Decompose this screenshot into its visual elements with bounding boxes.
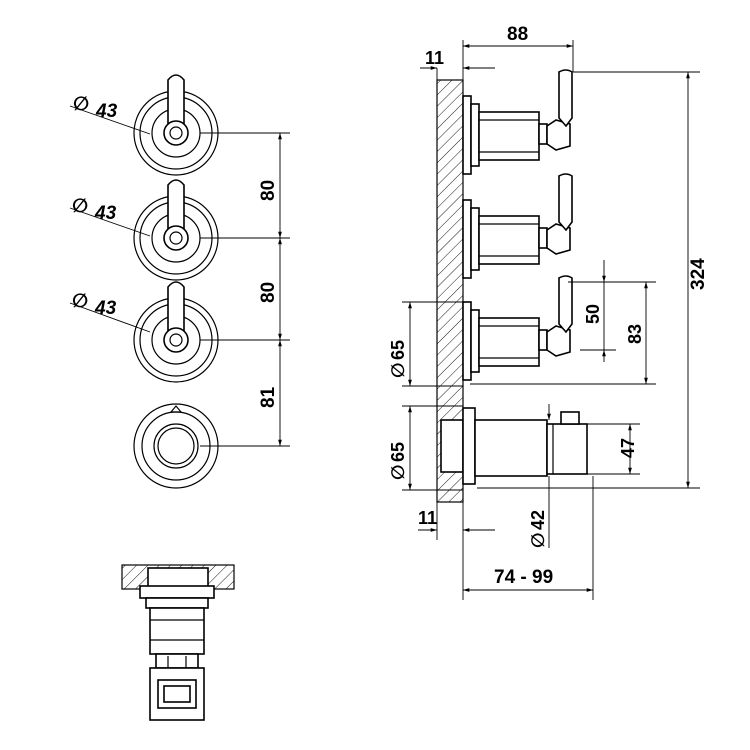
front-valve-3 bbox=[133, 281, 219, 383]
dim-bottom-11: 11 bbox=[418, 508, 437, 528]
dim-42: ∅ 42 bbox=[528, 510, 548, 548]
side-valve-1 bbox=[462, 69, 573, 175]
svg-text:∅: ∅ bbox=[528, 533, 548, 548]
svg-text:65: 65 bbox=[388, 442, 408, 462]
svg-text:43: 43 bbox=[94, 298, 117, 319]
front-view: ∅ 43 ∅ 43 ∅ 43 80 80 81 bbox=[69, 74, 290, 489]
dia-label-1: ∅ 43 bbox=[73, 94, 118, 122]
side-view: 11 88 324 50 83 47 ∅ 65 ∅ bbox=[388, 24, 709, 600]
svg-text:65: 65 bbox=[388, 340, 408, 360]
svg-text:43: 43 bbox=[95, 101, 118, 122]
dim-50: 50 bbox=[583, 304, 603, 324]
spacing-label-1: 80 bbox=[258, 180, 279, 201]
dim-324: 324 bbox=[688, 258, 709, 290]
dia-label-3: ∅ 43 bbox=[72, 291, 117, 319]
svg-text:∅: ∅ bbox=[72, 291, 88, 312]
front-valve-2 bbox=[133, 179, 219, 281]
dim-top-88: 88 bbox=[507, 24, 528, 45]
front-valve-1 bbox=[133, 74, 219, 176]
dim-65-lower: ∅ 65 bbox=[388, 442, 408, 480]
svg-text:∅: ∅ bbox=[388, 363, 408, 378]
dim-47: 47 bbox=[618, 438, 638, 458]
spacing-label-2: 80 bbox=[258, 282, 279, 303]
dim-65-upper: ∅ 65 bbox=[388, 340, 408, 378]
dim-83: 83 bbox=[625, 324, 645, 344]
svg-text:∅: ∅ bbox=[72, 196, 88, 217]
svg-text:42: 42 bbox=[528, 510, 548, 530]
svg-text:43: 43 bbox=[94, 203, 117, 224]
side-diverter bbox=[440, 407, 588, 485]
section-detail bbox=[121, 564, 235, 721]
svg-text:∅: ∅ bbox=[388, 465, 408, 480]
dim-74-99: 74 - 99 bbox=[494, 567, 553, 588]
side-valve-3 bbox=[462, 275, 573, 381]
dim-top-11: 11 bbox=[425, 48, 444, 68]
dia-label-2: ∅ 43 bbox=[72, 196, 117, 224]
spacing-label-3: 81 bbox=[258, 386, 279, 408]
svg-text:∅: ∅ bbox=[73, 94, 89, 115]
side-valve-2 bbox=[462, 173, 573, 279]
